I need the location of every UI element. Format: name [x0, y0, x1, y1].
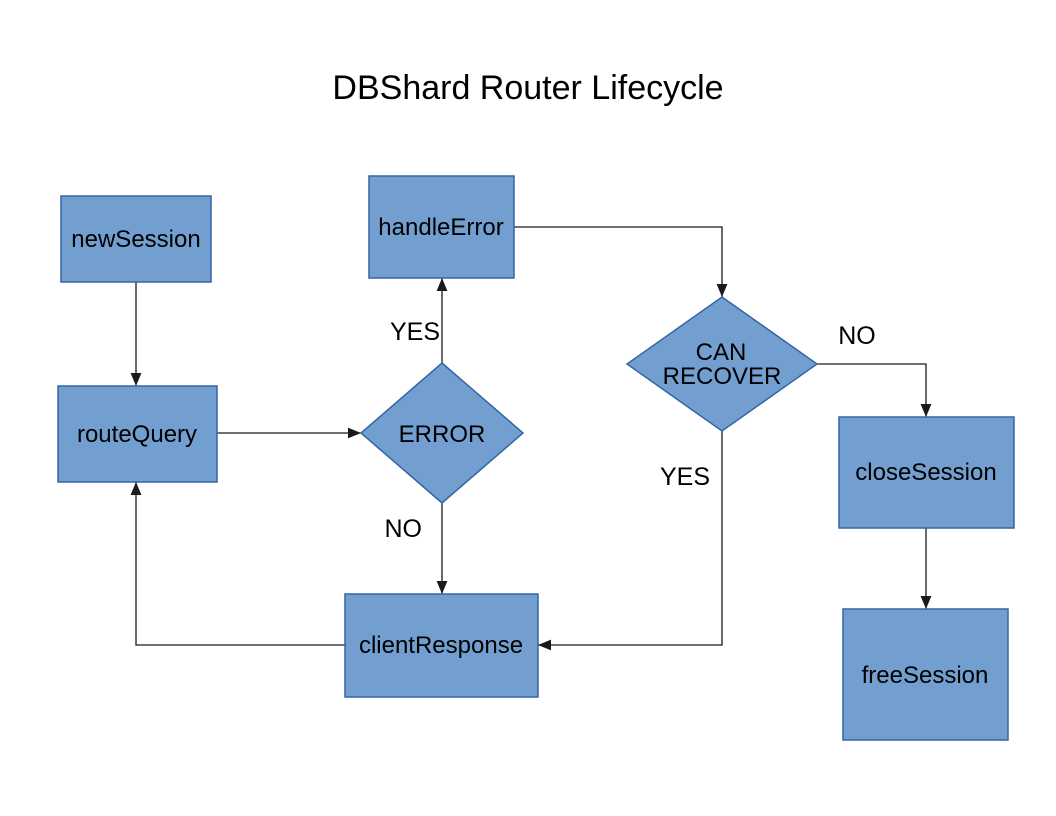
node-handleerror: handleError: [368, 175, 515, 279]
node-closesession-label: closeSession: [855, 459, 996, 486]
edge-label-canrecover-yes: YES: [660, 463, 710, 491]
node-newsession-shape: [60, 195, 212, 283]
node-routequery-shape: [57, 385, 218, 483]
node-error-decision: ERROR: [359, 362, 525, 504]
node-newsession-label: newSession: [71, 226, 200, 253]
node-handleerror-shape: [368, 175, 515, 279]
node-canrecover-label-line1: CAN: [696, 339, 747, 366]
node-routequery: routeQuery: [57, 385, 218, 483]
node-clientresponse: clientResponse: [344, 593, 539, 698]
edge-label-error-no: NO: [385, 515, 423, 543]
edge-label-error-yes: YES: [390, 318, 440, 346]
diagram-title: DBShard Router Lifecycle: [332, 69, 723, 107]
node-clientresponse-label: clientResponse: [359, 632, 523, 659]
node-closesession-shape: [838, 416, 1015, 529]
edge-clientresponse-routequery: [130, 482, 345, 646]
node-freesession: freeSession: [842, 608, 1009, 741]
edge-handleerror-canrecover: [514, 226, 728, 297]
edge-canrecover-clientresponse: [538, 431, 723, 651]
node-freesession-shape: [842, 608, 1009, 741]
node-error-shape: [359, 362, 525, 504]
node-error-label: ERROR: [399, 421, 486, 448]
edge-canrecover-closesession: [817, 363, 932, 417]
node-routequery-label: routeQuery: [77, 421, 197, 448]
node-closesession: closeSession: [838, 416, 1015, 529]
node-handleerror-label: handleError: [378, 214, 503, 241]
node-canrecover-label-line2: RECOVER: [663, 363, 782, 390]
node-newsession: newSession: [60, 195, 212, 283]
node-canrecover-decision: CAN RECOVER: [625, 296, 819, 432]
node-freesession-label: freeSession: [862, 662, 989, 689]
edge-label-canrecover-no: NO: [838, 322, 876, 350]
node-clientresponse-shape: [344, 593, 539, 698]
node-canrecover-shape: [625, 296, 819, 432]
